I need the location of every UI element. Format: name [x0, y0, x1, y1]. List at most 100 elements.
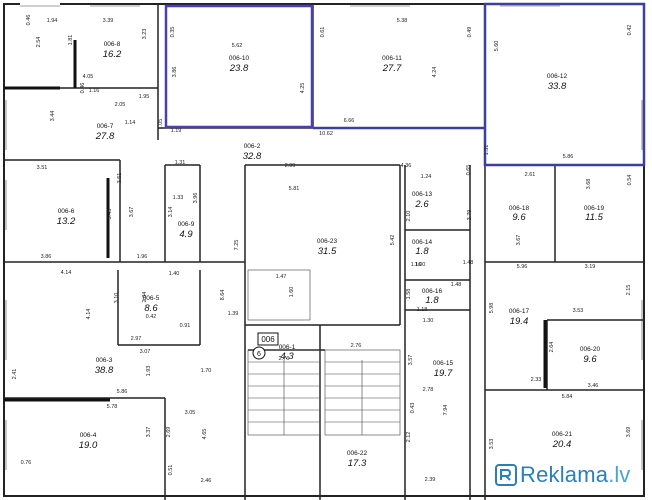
- dimension-label: 1.31: [175, 160, 186, 166]
- dimension-label: 0.76: [21, 460, 32, 466]
- dimension-label: 3.51: [37, 165, 48, 171]
- dimension-label: 6.66: [344, 118, 355, 124]
- dimension-label: 1.16: [411, 262, 422, 268]
- dimension-label: 3.57: [408, 355, 414, 366]
- dimension-label: 3.14: [168, 207, 174, 218]
- dimension-label: 2.10: [406, 211, 412, 222]
- room-id: 006-18: [509, 205, 530, 212]
- dimension-label: 2.97: [131, 336, 142, 342]
- dimension-label: 2.99: [285, 163, 296, 169]
- dimension-label: 0.46: [80, 83, 86, 94]
- dimension-label: 3.37: [146, 427, 152, 438]
- dimension-label: 5.98: [489, 303, 495, 314]
- dimension-label: 4.36: [401, 163, 412, 169]
- room-area: 2.6: [414, 199, 429, 210]
- dimension-label: 5.62: [232, 43, 243, 49]
- dimension-label: 1.93: [146, 366, 152, 377]
- dimension-label: 3.23: [142, 29, 148, 40]
- dimension-label: 5.38: [397, 18, 408, 24]
- room-id: 006-23: [317, 238, 338, 245]
- room-id: 006-3: [96, 357, 113, 364]
- dimension-label: 1.48: [463, 260, 474, 266]
- dimension-label: 4.05: [83, 74, 94, 80]
- door-label: 006: [261, 335, 275, 344]
- room-id: 006-17: [509, 308, 530, 315]
- dimension-label: 1.40: [169, 271, 180, 277]
- room-id: 006-9: [178, 221, 195, 228]
- dimension-label: 2.61: [525, 172, 536, 178]
- dimension-label: 3.07: [140, 349, 151, 355]
- room-area: 13.2: [57, 216, 76, 227]
- room-id: 006-15: [433, 360, 454, 367]
- room-id: 006-10: [229, 55, 250, 62]
- dimension-label: 1.39: [228, 311, 239, 317]
- dimension-label: 3.68: [586, 179, 592, 190]
- dimension-label: 0.61: [320, 27, 326, 38]
- room-area: 4.9: [179, 229, 193, 240]
- dimension-label: 3.53: [573, 308, 584, 314]
- dimension-label: 2.54: [36, 37, 42, 48]
- dimension-label: 2.69: [166, 427, 172, 438]
- dimension-label: 0.43: [410, 403, 416, 414]
- dimension-label: 1.47: [276, 274, 287, 280]
- dimension-label: 0.51: [168, 465, 174, 476]
- room-id: 006-8: [104, 41, 121, 48]
- room-id: 006-19: [584, 205, 605, 212]
- room-area: 19.4: [510, 316, 529, 327]
- dimension-label: 0.65: [466, 165, 472, 176]
- dimension-labels: 1.94 3.39 0.46 0.35 5.62 0.61 5.38 0.49 0.42 2.54…: [12, 15, 633, 484]
- dimension-label: 1.31: [484, 145, 490, 156]
- door-number: 6: [257, 351, 261, 358]
- room-area: 19.7: [434, 368, 453, 379]
- dimension-label: 5.78: [107, 404, 118, 410]
- dimension-label: 4.25: [300, 83, 306, 94]
- room-area: 38.8: [95, 365, 114, 376]
- dimension-label: 3.69: [626, 427, 632, 438]
- dimension-label: 2.15: [626, 285, 632, 296]
- dimension-label: 0.42: [146, 314, 157, 320]
- dimension-label: 1.94: [47, 18, 58, 24]
- dimension-label: 3.39: [103, 18, 114, 24]
- room-area: 1.8: [415, 246, 429, 257]
- highlight-unit-006-12: [313, 2, 646, 167]
- dimension-label: 0.46: [26, 15, 32, 26]
- room-id: 006-12: [547, 73, 568, 80]
- dimension-label: 0.35: [170, 27, 176, 38]
- dimension-label: 3.19: [585, 264, 596, 270]
- room-area: 19.0: [79, 440, 98, 451]
- dimension-label: 2.46: [201, 478, 212, 484]
- dimension-label: 4.14: [86, 309, 92, 320]
- dimension-label: 7.25: [234, 240, 240, 251]
- room-area: 23.8: [229, 63, 249, 74]
- highlight-unit-006-10: [164, 4, 314, 129]
- dimension-label: 5.96: [517, 264, 528, 270]
- room-id: 006-4: [80, 432, 97, 439]
- room-id: 006-11: [382, 55, 402, 62]
- dimension-label: 5.81: [289, 186, 300, 192]
- dimension-label: 4.65: [202, 429, 208, 440]
- dimension-label: 5.42: [390, 235, 396, 246]
- room-area: 1.8: [425, 295, 439, 306]
- room-area: 31.5: [318, 246, 337, 257]
- dimension-label: 2.41: [12, 369, 18, 380]
- room-id: 006-2: [244, 143, 261, 150]
- room-area: 8.6: [144, 303, 158, 314]
- dimension-label: 1.70: [201, 368, 212, 374]
- room-id: 006-16: [422, 288, 443, 295]
- dimension-label: 3.86: [172, 67, 178, 78]
- room-id: 006-1: [279, 344, 296, 351]
- dimension-label: 2.76: [279, 356, 290, 362]
- dimension-label: 1.18: [417, 307, 428, 313]
- room-id: 006-13: [412, 191, 433, 198]
- dimension-label: 10.62: [319, 131, 333, 137]
- dimension-label: 2.64: [549, 342, 555, 353]
- dimension-label: 1.33: [173, 195, 184, 201]
- dimension-label: 1.48: [451, 282, 462, 288]
- room-area: 32.8: [243, 151, 262, 162]
- dimension-label: 2.05: [115, 102, 126, 108]
- room-labels: 006-8 16.2 006-10 23.8 006-11 27.7 006-1…: [57, 41, 605, 469]
- room-id: 006-22: [347, 450, 368, 457]
- dimension-label: 3.44: [50, 111, 56, 122]
- dimension-label: 1.95: [139, 94, 150, 100]
- dimension-label: 0.49: [467, 27, 473, 38]
